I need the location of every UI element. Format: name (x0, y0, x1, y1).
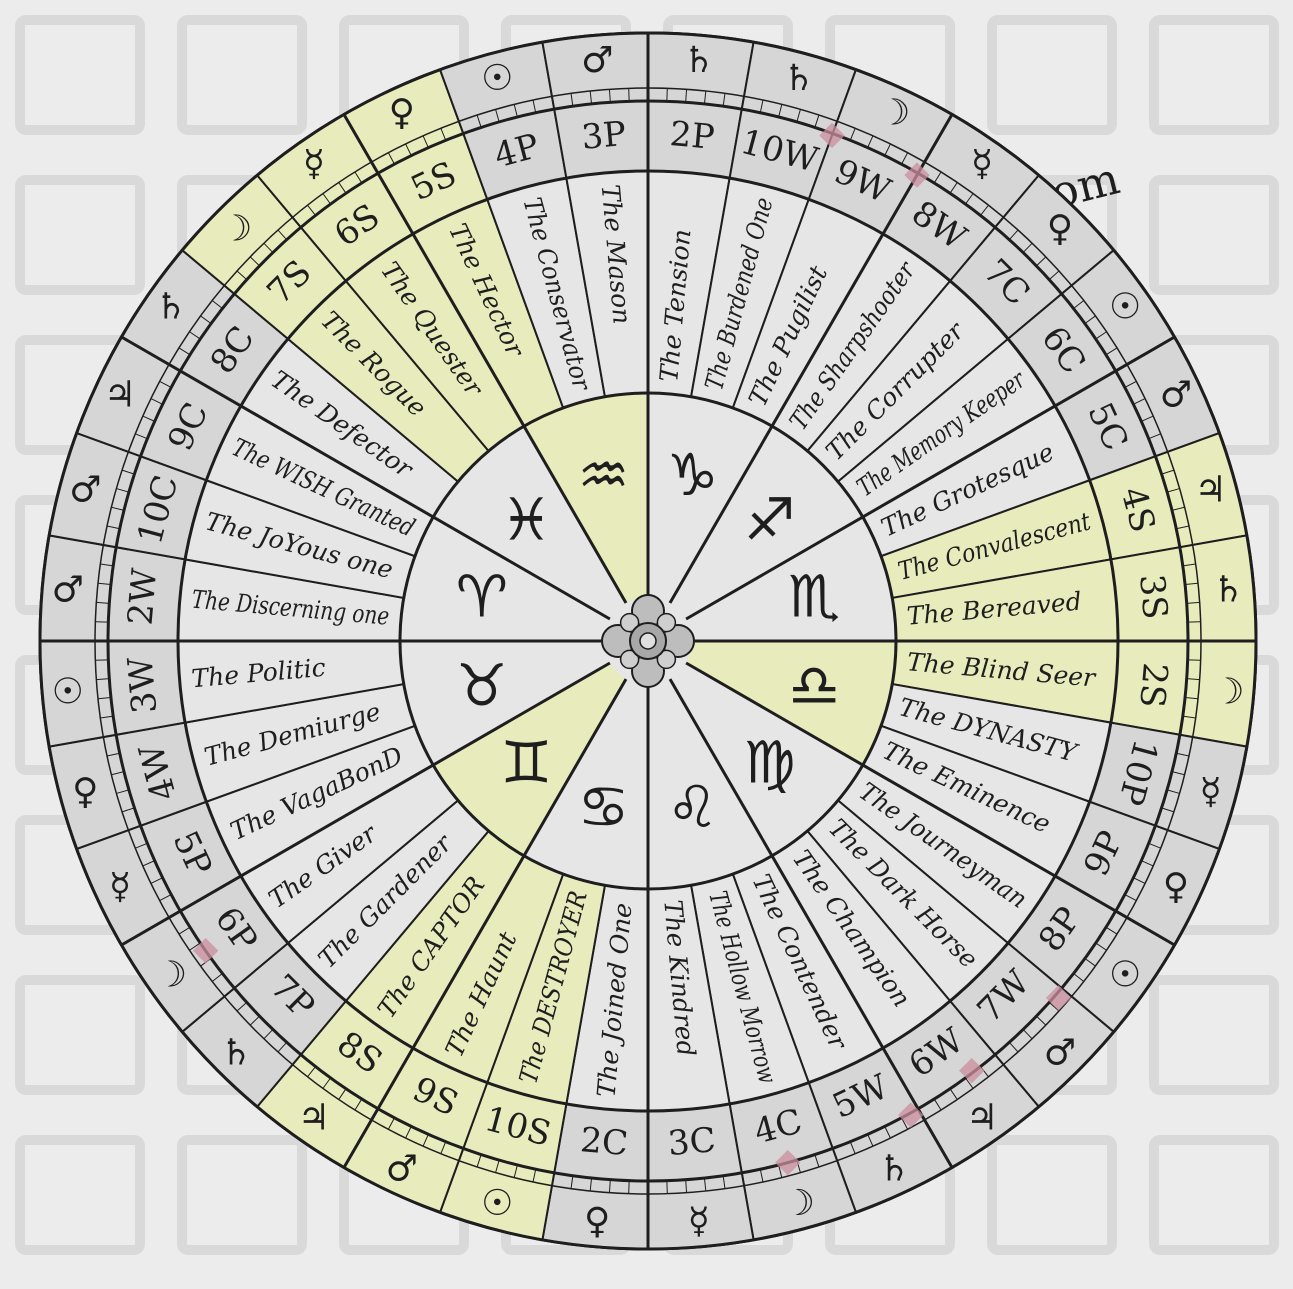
planet-ruler-icon: ♃ (966, 1098, 998, 1139)
libra-glyph: ♎ (788, 652, 840, 720)
planet-ruler-icon: ♀ (72, 771, 98, 812)
planet-ruler-icon: ♄ (783, 58, 815, 99)
planet-ruler-icon: ♀ (1163, 867, 1189, 908)
virgo-glyph: ♍ (744, 729, 796, 797)
planet-ruler-icon: ♂ (69, 470, 101, 511)
planet-ruler-icon: ☿ (1200, 771, 1222, 812)
taurus-glyph: ♉ (456, 652, 508, 720)
planet-ruler-icon: ♃ (104, 374, 136, 415)
planet-ruler-icon: ♄ (683, 40, 715, 81)
sagittarius-glyph: ♐ (744, 485, 796, 553)
decan-card: 2C (579, 1120, 630, 1164)
decan-card: 3W (121, 655, 166, 715)
planet-ruler-icon: ☽ (155, 955, 187, 996)
planet-ruler-icon: ☉ (52, 671, 84, 712)
planet-ruler-icon: ☽ (783, 1183, 815, 1224)
planet-ruler-icon: ♂ (1160, 374, 1192, 415)
aquarius-glyph: ♒ (577, 441, 629, 509)
planet-ruler-icon: ♃ (1195, 470, 1227, 511)
planet-ruler-icon: ☉ (481, 58, 513, 99)
planet-ruler-icon: ♂ (581, 40, 613, 81)
decan-card: 3P (580, 114, 628, 158)
planet-ruler-icon: ☉ (481, 1183, 513, 1224)
planet-ruler-icon: ♀ (584, 1201, 610, 1242)
planet-ruler-icon: ♄ (878, 1148, 910, 1189)
decan-card: 2P (668, 114, 716, 158)
planet-ruler-icon: ♃ (298, 1098, 330, 1139)
planet-ruler-icon: ♄ (1212, 570, 1244, 611)
pisces-glyph: ♓ (500, 485, 552, 553)
cancer-glyph: ♋ (577, 773, 629, 841)
planet-ruler-icon: ☿ (303, 143, 325, 184)
planet-ruler-icon: ♀ (1047, 209, 1073, 250)
planet-ruler-icon: ♀ (389, 93, 415, 134)
planet-ruler-icon: ☉ (1109, 955, 1141, 996)
planet-ruler-icon: ☽ (878, 93, 910, 134)
decan-card: 2S (1131, 661, 1175, 709)
planet-ruler-icon: ♄ (155, 286, 187, 327)
leo-glyph: ♌ (667, 773, 719, 841)
aries-glyph: ♈ (456, 562, 508, 630)
decan-card: 2W (121, 567, 166, 627)
capricorn-glyph: ♑ (667, 441, 719, 509)
planet-ruler-icon: ♂ (1044, 1032, 1076, 1073)
planet-ruler-icon: ☿ (688, 1201, 710, 1242)
gemini-glyph: ♊ (500, 729, 552, 797)
planet-ruler-icon: ☉ (1109, 286, 1141, 327)
decan-card: 3S (1131, 573, 1175, 621)
decan-card: 3C (666, 1120, 717, 1164)
planet-ruler-icon: ☿ (971, 143, 993, 184)
planet-ruler-icon: ♂ (52, 570, 84, 611)
scorpio-glyph: ♏ (788, 562, 840, 630)
planet-ruler-icon: ☽ (1212, 671, 1244, 712)
planet-ruler-icon: ☽ (220, 209, 252, 250)
planet-ruler-icon: ☿ (109, 867, 131, 908)
ornament-center-dot (640, 633, 656, 649)
planet-ruler-icon: ♄ (220, 1032, 252, 1073)
planet-ruler-icon: ♂ (386, 1148, 418, 1189)
